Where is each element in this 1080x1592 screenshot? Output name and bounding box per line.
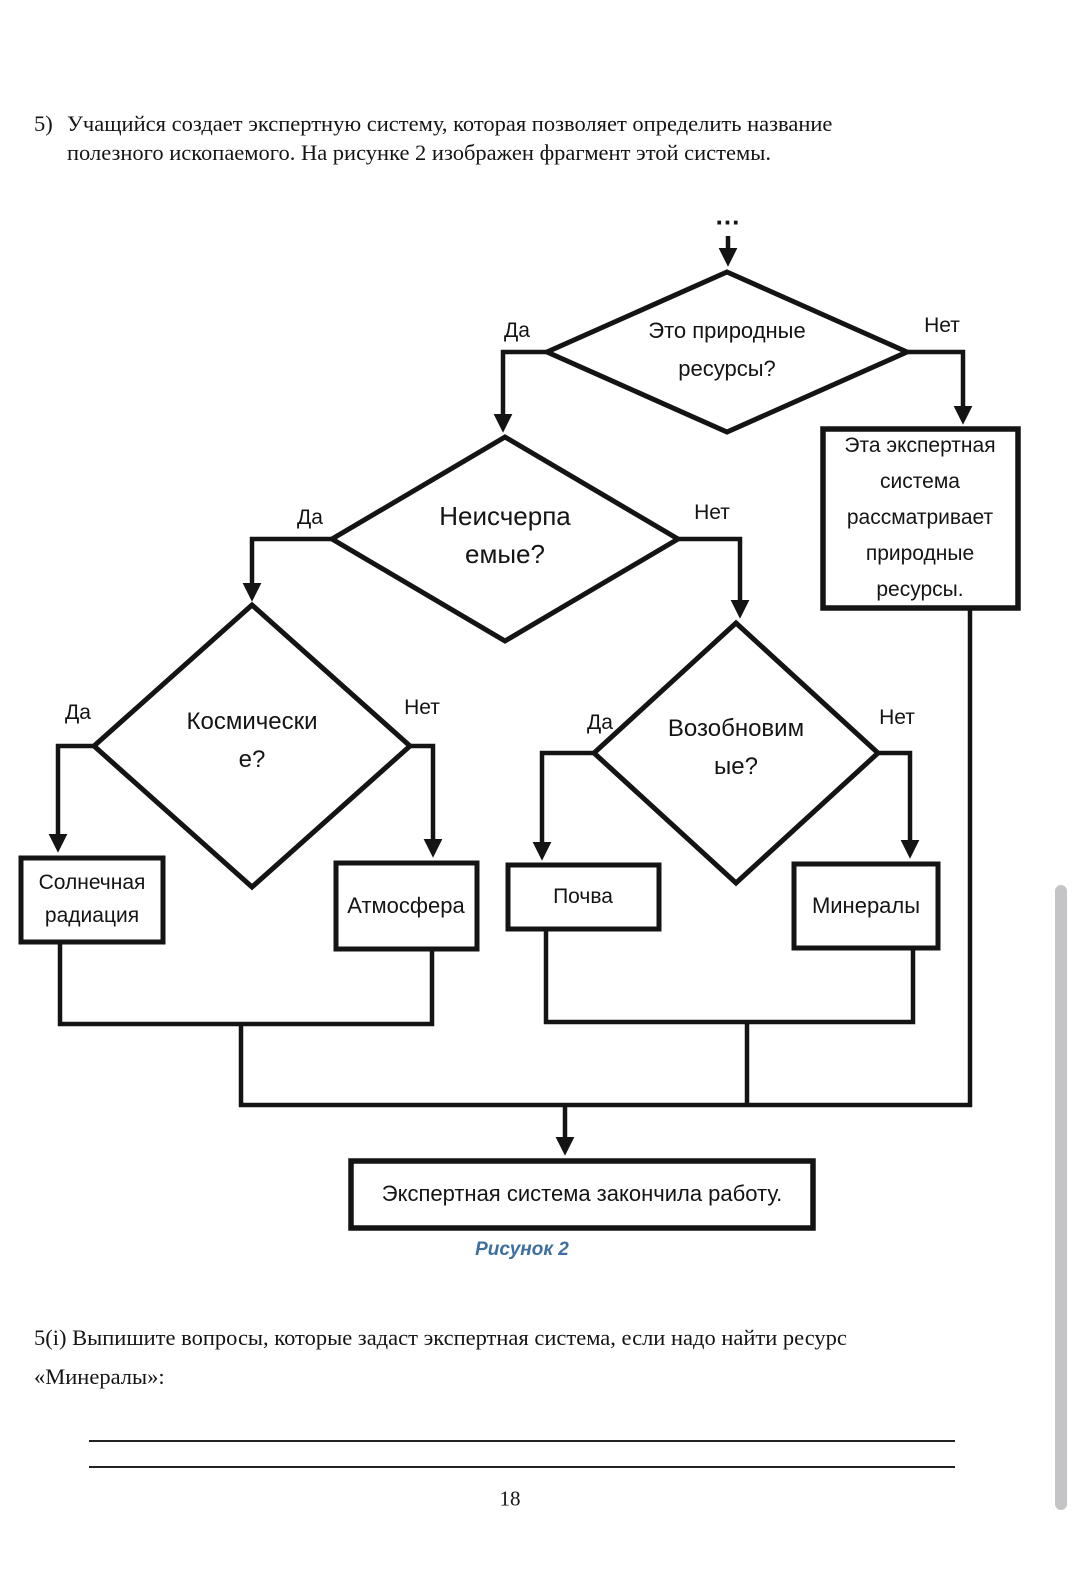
merge-left-connector <box>57 940 435 1027</box>
label-renewable-no: Нет <box>879 706 915 729</box>
scrollbar-thumb[interactable] <box>1055 885 1067 1510</box>
box-atmosphere-label: Атмосфера <box>347 893 465 918</box>
intro-line-1: Учащийся создает экспертную систему, кот… <box>67 111 833 136</box>
edge-renewable-yes <box>532 750 594 861</box>
question-number: 5) <box>34 111 53 136</box>
merge-right-connector <box>543 928 916 1025</box>
box-end-label: Экспертная система закончила работу. <box>381 1181 783 1206</box>
figure-caption: Рисунок 2 <box>475 1239 569 1260</box>
diamond-renewable-label: Возобновим ые? <box>667 715 805 780</box>
diamond-cosmic-label: Космически е? <box>186 708 318 773</box>
intro-line-2: полезного ископаемого. На рисунке 2 изоб… <box>67 140 771 165</box>
box-end-shape <box>348 1158 816 1231</box>
question-line-1: 5(i) Выпишите вопросы, которые задаст эк… <box>34 1325 847 1350</box>
edge-natural-no <box>907 349 973 425</box>
edge-inexhaustible-yes <box>242 536 332 602</box>
label-natural-yes: Да <box>504 319 530 342</box>
diamond-inexhaustible-shape <box>327 434 683 644</box>
box-solar-label: Солнечная радиация <box>38 871 146 927</box>
box-minerals-shape <box>791 861 941 951</box>
label-inexhaustible-yes: Да <box>297 506 323 529</box>
answer-blank-2[interactable] <box>89 1466 955 1468</box>
diamond-cosmic-shape <box>90 601 414 891</box>
box-soil-shape <box>505 862 662 932</box>
diamond-natural-label: Это природные ресурсы? <box>648 318 806 381</box>
box-solar-shape <box>18 855 166 945</box>
label-natural-no: Нет <box>924 314 960 337</box>
label-cosmic-yes: Да <box>65 701 91 724</box>
diamond-natural-shape <box>540 269 914 435</box>
box-not-considered-label: Эта экспертная система рассматривает при… <box>844 434 996 601</box>
label-cosmic-no: Нет <box>404 696 440 719</box>
box-soil-label: Почва <box>553 885 613 908</box>
diamond-inexhaustible-label: Неисчерпа емые? <box>439 501 571 569</box>
label-renewable-yes: Да <box>587 711 613 734</box>
page-number: 18 <box>499 1486 521 1511</box>
box-not-considered-shape <box>820 426 1021 611</box>
question-line-2: «Минералы»: <box>34 1364 165 1389</box>
edge-cosmic-no <box>410 743 443 858</box>
edge-cosmic-yes <box>48 743 94 853</box>
box-minerals-label: Минералы <box>811 893 921 918</box>
diamond-renewable-shape <box>590 619 882 887</box>
edge-natural-yes <box>493 349 547 433</box>
answer-blank-1[interactable] <box>89 1440 955 1442</box>
edge-renewable-no <box>878 750 920 859</box>
box-atmosphere-shape <box>333 860 480 952</box>
label-inexhaustible-no: Нет <box>694 501 730 524</box>
edge-inexhaustible-no <box>678 536 750 619</box>
start-ellipsis: ... <box>715 200 741 231</box>
